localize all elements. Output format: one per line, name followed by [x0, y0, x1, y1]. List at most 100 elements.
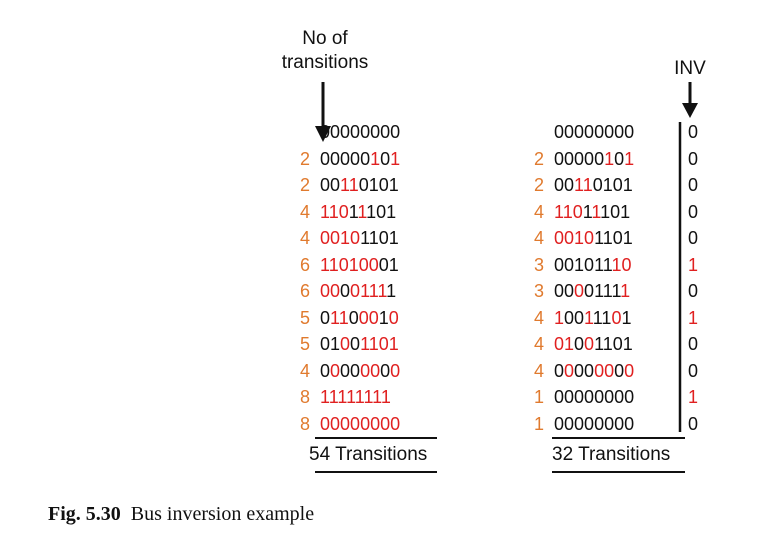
bit: 1 [574, 175, 583, 195]
bit-word: 00001111 [554, 281, 630, 301]
bit: 1 [346, 387, 355, 407]
bit: 0 [610, 201, 621, 222]
bit: 0 [320, 148, 331, 169]
bit: 0 [624, 360, 635, 381]
bit: 0 [574, 413, 585, 434]
transition-count: 2 [300, 148, 311, 169]
right-header-label: INV [674, 58, 706, 79]
bit: 1 [574, 228, 585, 248]
bit-word: 00000000 [554, 361, 634, 381]
transition-count: 3 [534, 281, 545, 301]
bit: 0 [584, 334, 595, 354]
bit: 0 [624, 413, 635, 434]
bit: 1 [337, 387, 347, 407]
bit: 1 [368, 228, 379, 248]
bit: 0 [584, 228, 595, 248]
bit: 1 [330, 334, 341, 354]
bit: 0 [350, 122, 361, 142]
bit: 0 [564, 387, 575, 407]
bit: 0 [564, 413, 575, 434]
bit: 0 [330, 122, 341, 142]
bit: 0 [554, 175, 565, 195]
bit: 0 [330, 281, 341, 301]
bit: 0 [376, 201, 387, 222]
transition-count: 8 [300, 413, 311, 434]
bit: 0 [320, 360, 331, 381]
bit: 0 [380, 360, 391, 381]
bit: 1 [602, 175, 613, 195]
bit: 0 [584, 387, 595, 407]
bit: 0 [554, 148, 565, 169]
caption-text: Bus inversion example [130, 503, 315, 525]
bit: 1 [602, 281, 612, 301]
bit: 0 [584, 254, 595, 275]
caption-fig-number: Fig. 5.30 [48, 503, 121, 525]
bit: 0 [624, 122, 635, 142]
inv-bit: 0 [688, 122, 699, 142]
bit: 0 [320, 228, 331, 248]
bit: 0 [320, 413, 331, 434]
bit: 0 [380, 122, 391, 142]
bit: 0 [584, 281, 595, 301]
transition-count: 4 [534, 307, 545, 328]
bit: 1 [320, 201, 329, 222]
bit: 0 [350, 334, 361, 354]
bit: 1 [368, 175, 379, 195]
bit-word: 00000000 [320, 361, 400, 381]
bit: 0 [320, 334, 331, 354]
transition-count: 4 [534, 201, 545, 222]
bit: 0 [350, 413, 361, 434]
left-header-line2: transitions [281, 52, 369, 73]
transition-count: 3 [534, 254, 545, 275]
bit: 0 [390, 122, 401, 142]
bit: 0 [340, 281, 351, 301]
bit: 0 [360, 360, 371, 381]
bit: 0 [594, 387, 605, 407]
transition-count: 2 [534, 175, 545, 195]
transition-count: 8 [300, 387, 311, 407]
inv-bit: 0 [688, 228, 699, 248]
figure-caption: Fig. 5.30 Bus inversion example [48, 503, 314, 526]
bit: 0 [340, 334, 351, 354]
bit-word: 00000000 [554, 414, 634, 434]
bit: 1 [388, 334, 399, 354]
bit-word: 00101101 [320, 228, 399, 248]
bit: 1 [584, 307, 593, 328]
bit: 0 [564, 281, 575, 301]
bit: 0 [330, 175, 341, 195]
bit: 0 [350, 148, 361, 169]
bit: 1 [620, 281, 631, 301]
transition-count: 5 [300, 307, 311, 328]
bit: 1 [624, 148, 635, 169]
bit: 0 [330, 413, 341, 434]
bit: 0 [574, 148, 585, 169]
inv-arrow-head [682, 103, 698, 118]
bit: 0 [330, 148, 341, 169]
bit: 1 [622, 334, 633, 354]
left-header-label: No of transitions [265, 27, 385, 75]
bit: 0 [320, 281, 331, 301]
bit: 0 [368, 307, 379, 328]
bit: 0 [370, 413, 381, 434]
transition-count: 1 [534, 413, 545, 434]
bit: 0 [378, 334, 389, 354]
left-header-line1: No of [302, 28, 348, 49]
bit: 0 [584, 148, 595, 169]
bit: 1 [562, 201, 573, 222]
bit: 0 [554, 228, 565, 248]
bit: 0 [390, 413, 401, 434]
transition-count: 4 [534, 360, 545, 381]
bit: 0 [564, 175, 575, 195]
bit: 0 [574, 307, 585, 328]
right-total: 32 Transitions [552, 444, 671, 465]
bit: 0 [370, 122, 381, 142]
